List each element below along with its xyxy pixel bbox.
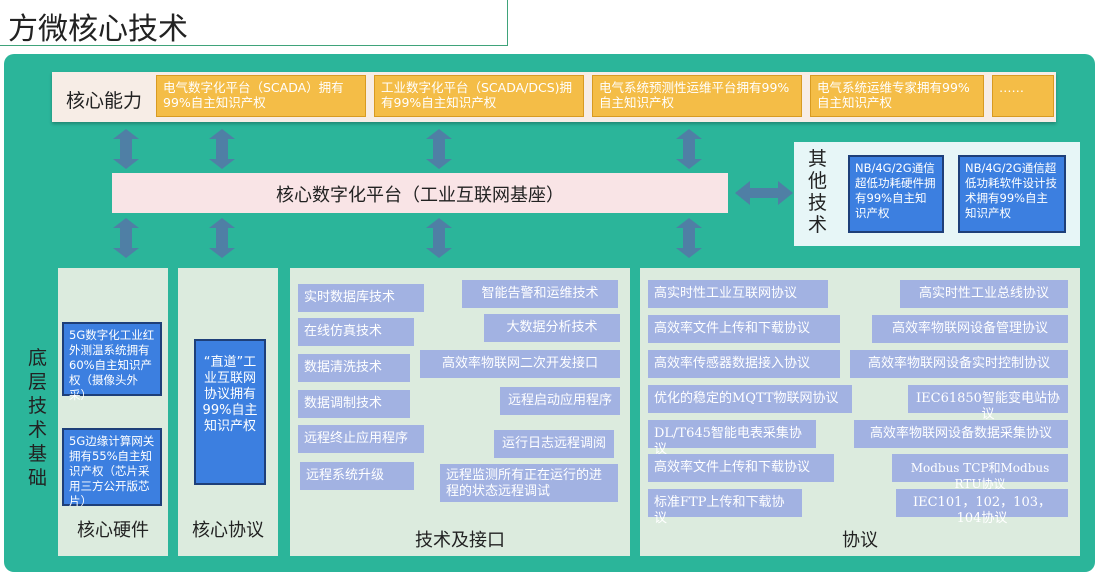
- protocol-item: 高效率物联网设备管理协议: [872, 315, 1068, 343]
- arrow-platform-base-4: [676, 218, 702, 258]
- protocol-item: 高实时性工业互联网协议: [648, 280, 828, 308]
- core-protocol-item: “直道”工业互联网协议拥有99%自主知识产权: [194, 339, 266, 485]
- core-capability-label: 核心能力: [66, 90, 143, 112]
- core-item-industrial-platform: 工业数字化平台（SCADA/DCS)拥有99%自主知识产权: [374, 75, 584, 117]
- page-title: 方微核心技术: [8, 12, 188, 47]
- protocol-item: 高效率文件上传和下载协议: [648, 454, 834, 482]
- core-item-more: ……: [992, 75, 1054, 117]
- protocols-panel-title: 协议: [842, 530, 878, 551]
- protocol-item: IEC61850智能变电站协议: [908, 385, 1068, 422]
- core-platform-label: 核心数字化平台（工业互联网基座）: [276, 185, 564, 206]
- protocol-item: 高效率物联网设备数据采集协议: [854, 420, 1068, 448]
- arrow-core-platform-4: [676, 129, 702, 169]
- tech-item: 远程终止应用程序: [298, 425, 424, 453]
- other-item-hardware: NB/4G/2G通信超低功耗硬件拥有99%自主知识产权: [848, 155, 944, 233]
- arrow-platform-base-1: [113, 218, 139, 258]
- tech-item: 远程系统升级: [300, 462, 414, 490]
- core-protocol-panel-title: 核心协议: [192, 520, 264, 541]
- protocol-item: 高效率文件上传和下载协议: [648, 315, 840, 343]
- protocol-item: DL/T645智能电表采集协议: [648, 420, 816, 457]
- arrow-core-platform-3: [426, 129, 452, 169]
- hardware-panel-title: 核心硬件: [77, 520, 149, 541]
- tech-item: 数据清洗技术: [298, 354, 410, 382]
- tech-item: 高效率物联网二次开发接口: [420, 350, 620, 378]
- protocol-item: 高实时性工业总线协议: [900, 280, 1068, 308]
- protocol-item: 高效率物联网设备实时控制协议: [850, 350, 1068, 378]
- core-platform-bar: [112, 173, 728, 213]
- tech-item: 数据调制技术: [298, 390, 410, 418]
- core-item-expert-system: 电气系统运维专家拥有99%自主知识产权: [810, 75, 984, 117]
- arrow-core-platform-1: [113, 129, 139, 169]
- tech-item: 智能告警和运维技术: [462, 280, 618, 308]
- arrow-platform-other: [735, 181, 793, 205]
- core-item-scada: 电气数字化平台（SCADA）拥有99%自主知识产权: [156, 75, 366, 117]
- other-tech-label: 其他技术: [808, 148, 828, 236]
- arrow-platform-base-2: [209, 218, 235, 258]
- protocol-item: 优化的稳定的MQTT物联网协议: [648, 385, 852, 413]
- protocol-item: 标准FTP上传和下载协议: [648, 489, 802, 526]
- protocol-item: Modbus TCP和Modbus RTU协议: [892, 454, 1068, 491]
- hardware-item-thermal: 5G数字化工业红外测温系统拥有60%自主知识产权（摄像头外采）: [62, 322, 162, 402]
- protocol-item: IEC101，102，103，104协议: [896, 489, 1068, 526]
- title-box: [0, 0, 508, 46]
- core-item-predictive-maintenance: 电气系统预测性运维平台拥有99%自主知识产权: [592, 75, 802, 117]
- tech-item: 大数据分析技术: [484, 314, 620, 342]
- tech-panel-title: 技术及接口: [415, 530, 505, 551]
- tech-item: 远程监测所有正在运行的进程的状态远程调试: [440, 464, 618, 502]
- tech-item: 运行日志远程调阅: [494, 430, 614, 458]
- tech-item: 实时数据库技术: [298, 284, 424, 312]
- other-item-software: NB/4G/2G通信超低功耗软件设计技术拥有99%自主知识产权: [958, 155, 1066, 233]
- tech-item: 远程启动应用程序: [500, 387, 620, 415]
- arrow-core-platform-2: [209, 129, 235, 169]
- arrow-platform-base-3: [426, 218, 452, 258]
- tech-item: 在线仿真技术: [298, 318, 414, 346]
- protocol-item: 高效率传感器数据接入协议: [648, 350, 840, 378]
- hardware-panel: [58, 268, 168, 556]
- base-tech-label: 底层技术基础: [28, 347, 48, 489]
- hardware-item-gateway: 5G边缘计算网关拥有55%自主知识产权（芯片采用三方公开版芯片）: [62, 428, 162, 508]
